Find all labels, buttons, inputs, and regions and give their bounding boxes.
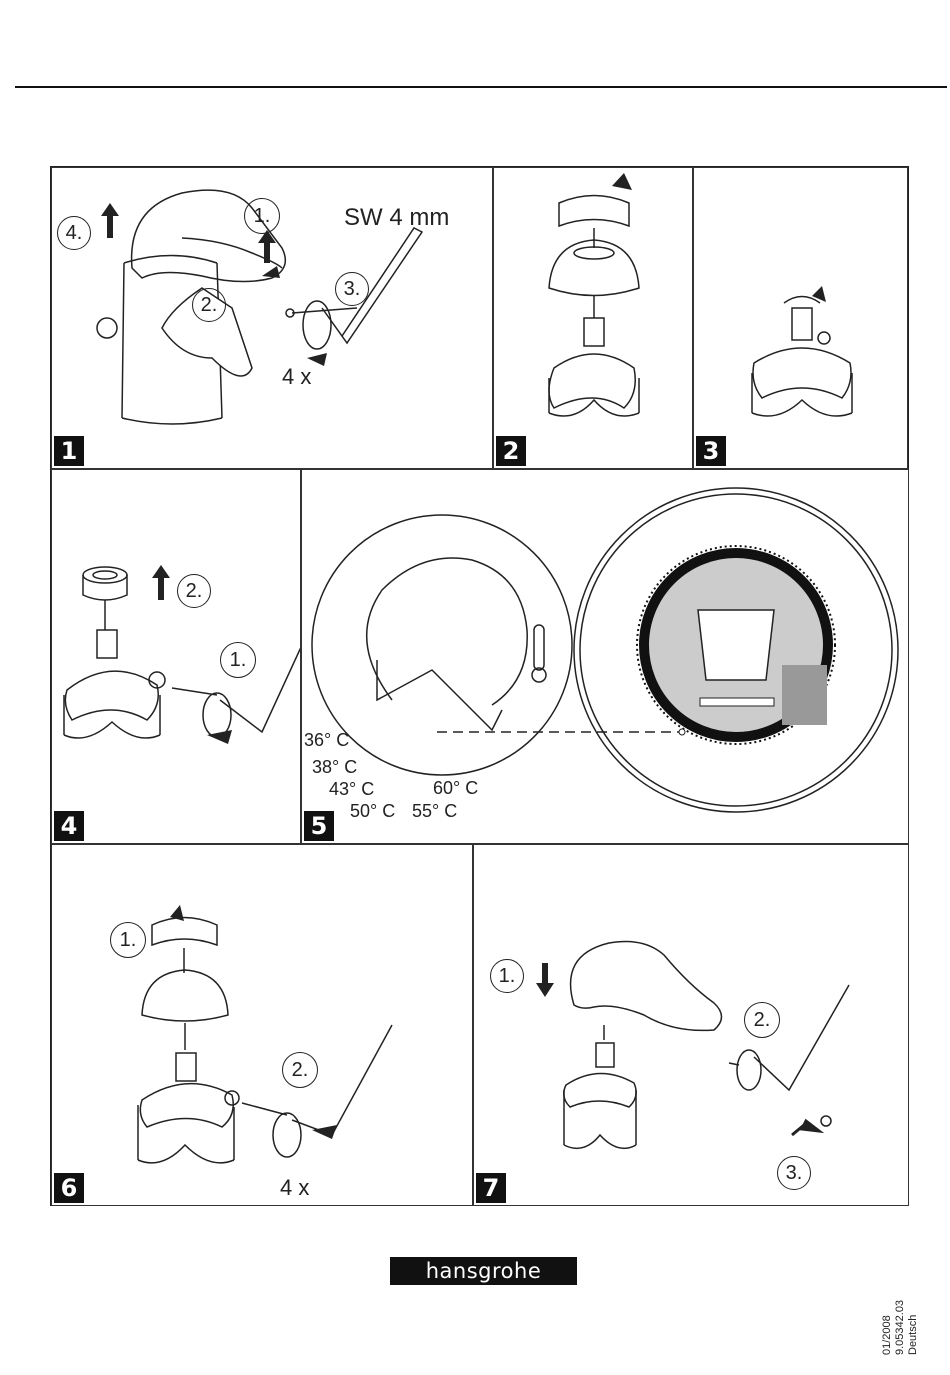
step-panel-1: SW 4 mm 1. 2. 3. 4. 4 x 1 [51,167,493,469]
step-2-marker: 2. [177,574,211,608]
temp-label-36: 36° C [304,730,349,751]
step-1-marker: 1. [110,922,146,958]
step-number-badge: 1 [54,436,84,466]
header-rule [15,86,947,88]
doc-date: 01/2008 [881,1300,894,1355]
handle-refit-illustration [474,845,909,1206]
insert-removal-illustration [52,470,301,844]
temp-label-55: 55° C [412,801,457,822]
step-2-marker: 2. [192,288,226,322]
step-1-marker: 1. [220,642,256,678]
temp-label-38: 38° C [312,757,357,778]
temperature-stop-illustration [302,470,909,844]
wrench-size-label: SW 4 mm [344,204,449,232]
step-panel-5: 36° C 38° C 43° C 50° C 55° C 60° C 5 [301,469,909,844]
brand-logo: hansgrohe [390,1257,577,1285]
step-number-badge: 5 [304,811,334,841]
step-1-marker: 1. [244,198,280,234]
spindle-adjust-illustration [694,168,908,469]
step-panel-3: 3 [693,167,908,469]
doc-language: Deutsch [907,1300,920,1355]
temp-label-43: 43° C [329,779,374,800]
step-3-marker: 3. [335,272,369,306]
turns-label: 4 x [282,364,311,390]
document-meta: 01/2008 9.05342.03 Deutsch [881,1300,920,1355]
step-panel-4: 1. 2. 4 [51,469,301,844]
step-number-badge: 2 [496,436,526,466]
step-4-marker: 4. [57,216,91,250]
step-panel-6: 1. 2. 4 x 6 [51,844,473,1206]
turns-label: 4 x [280,1175,309,1201]
step-number-badge: 6 [54,1173,84,1203]
temp-label-50: 50° C [350,801,395,822]
reassembly-illustration [52,845,473,1206]
step-3-marker: 3. [777,1156,811,1190]
step-panel-7: 1. 2. 3. 7 [473,844,909,1206]
step-number-badge: 3 [696,436,726,466]
step-1-marker: 1. [490,959,524,993]
temp-label-60: 60° C [433,778,478,799]
step-panel-2: 2 [493,167,693,469]
step-number-badge: 4 [54,811,84,841]
step-2-marker: 2. [744,1002,780,1038]
doc-number: 9.05342.03 [894,1300,907,1355]
cap-removal-illustration [494,168,693,469]
step-2-marker: 2. [282,1052,318,1088]
step-number-badge: 7 [476,1173,506,1203]
